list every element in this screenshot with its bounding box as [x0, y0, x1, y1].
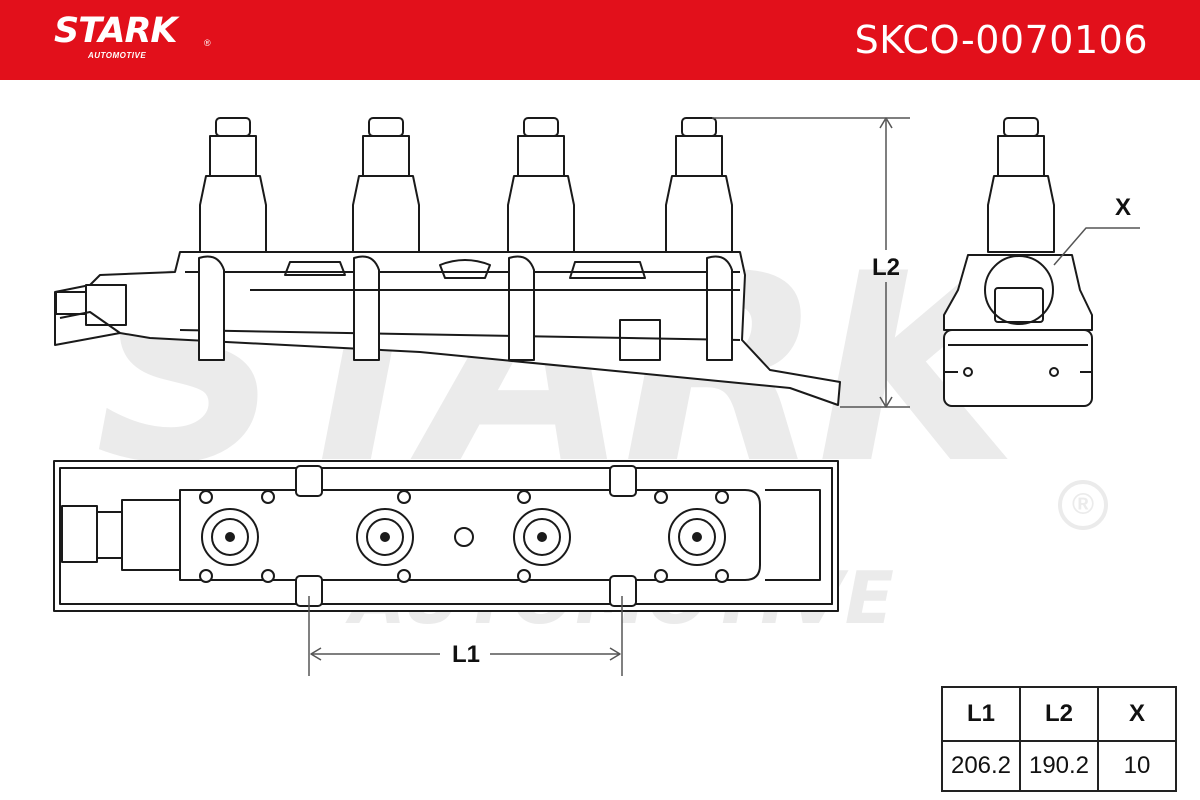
dimension-l1-label: L1	[452, 641, 481, 668]
coil-tower-2	[352, 117, 420, 361]
dimension-x-label: X	[1115, 194, 1132, 221]
spec-header-l1: L1	[941, 686, 1021, 742]
header-bar: STARK ® AUTOMOTIVE SKCO-0070106	[0, 0, 1200, 80]
spark-plug-well-3	[513, 508, 571, 566]
spec-table: L1 L2 X 206.2 190.2 10	[941, 686, 1177, 792]
logo-subtitle: AUTOMOTIVE	[88, 51, 147, 60]
logo-brand: STARK	[54, 11, 178, 51]
spec-table-header-row: L1 L2 X	[941, 686, 1177, 742]
spark-plug-well-2	[356, 508, 414, 566]
dimension-l2-label: L2	[872, 254, 901, 281]
part-number: SKCO-0070106	[854, 18, 1148, 62]
ignition-coil-drawing	[53, 117, 1140, 676]
spec-header-x: X	[1097, 686, 1177, 742]
spec-header-l2: L2	[1019, 686, 1099, 742]
end-view	[943, 117, 1093, 407]
stark-logo: STARK ® AUTOMOTIVE	[54, 10, 224, 70]
dimension-lines	[308, 117, 1140, 676]
logo-registered-mark: ®	[204, 38, 211, 48]
side-view	[54, 117, 841, 406]
spec-value-l2: 190.2	[1019, 740, 1099, 792]
coil-tower-1	[198, 117, 267, 361]
spec-value-l1: 206.2	[941, 740, 1021, 792]
coil-tower-4	[665, 117, 733, 361]
spark-plug-well-4	[668, 508, 726, 566]
spark-plug-well-1	[201, 508, 259, 566]
spec-value-x: 10	[1097, 740, 1177, 792]
spec-table-value-row: 206.2 190.2 10	[941, 740, 1177, 792]
technical-drawing: STARK ® AUTOMOTIVE	[0, 80, 1200, 800]
watermark-registered-mark: ®	[1058, 480, 1108, 530]
top-view	[53, 460, 839, 612]
coil-tower-3	[507, 117, 575, 361]
